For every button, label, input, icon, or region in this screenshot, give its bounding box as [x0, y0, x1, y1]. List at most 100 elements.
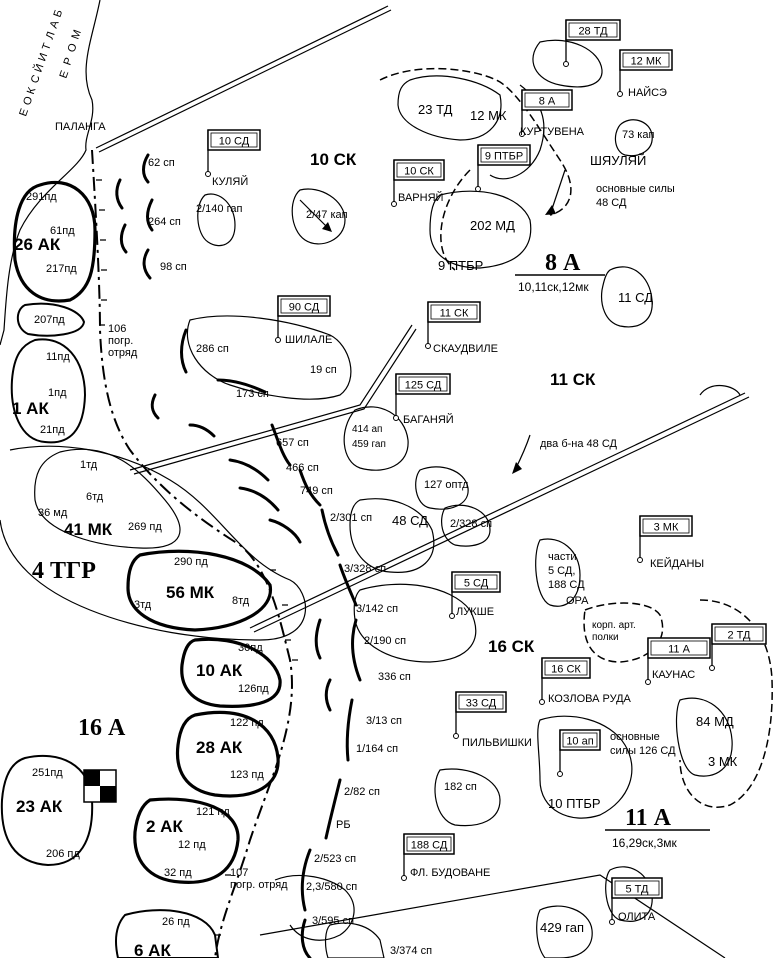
map-label: 10 АК	[196, 661, 243, 680]
text-labels: ПАЛАНГАКУЛЯЙКУРТУВЕНАНАЙСЭШЯУЛЯЙВАРНЯЙШИ…	[12, 86, 738, 958]
map-label: 56 МК	[166, 583, 215, 602]
map-label: КОЗЛОВА РУДА	[548, 693, 632, 705]
sea-letter: Й	[32, 62, 47, 74]
unit-flag-td28: 28 ТД	[563, 19, 621, 67]
map-label: ПИЛЬВИШКИ	[462, 737, 532, 749]
unit-flag-label: 5 СД	[464, 578, 489, 590]
unit-flag-label: 10 ап	[566, 736, 593, 748]
army-label-8a: 8 А	[545, 250, 581, 276]
unit-flag-label: 125 СД	[405, 380, 442, 392]
map-label: 10 ПТБР	[548, 796, 601, 811]
unit-flag-sk10: 10 СК	[391, 159, 445, 207]
map-label: 11 СД	[618, 290, 653, 305]
map-label: 429 гап	[540, 920, 584, 935]
unit-flag-ap10: 10 ап	[557, 729, 601, 777]
map-label: 98 сп	[160, 261, 187, 273]
army-labels: 8 А 10,11ск,12мк 11 А 16,29ск,3мк 16 А 4…	[32, 250, 710, 850]
map-label: 3/595 сп	[312, 915, 354, 927]
map-label: ОЛИТА	[618, 911, 656, 923]
unit-flag-label: 11 СК	[440, 308, 469, 320]
unit-flag-a11: 11 А	[645, 637, 711, 685]
map-label: 41 МК	[64, 520, 113, 539]
map-label: 2/140 гап	[196, 203, 242, 215]
map-label: 28 АК	[196, 738, 243, 757]
unit-flag-label: 12 МК	[631, 56, 662, 68]
unit-flag-label: 8 А	[539, 96, 556, 108]
unit-flag-label: 28 ТД	[578, 26, 608, 38]
map-label: 1пд	[48, 387, 67, 399]
map-label: 2/301 сп	[330, 512, 372, 524]
sea-letter: Т	[40, 41, 54, 52]
map-label: 12 МК	[470, 108, 507, 123]
map-label: ШЯУЛЯЙ	[590, 153, 646, 168]
map-label: 6 АК	[134, 941, 171, 958]
map-label: 2,3/580 сп	[306, 881, 357, 893]
map-label: 11 СК	[550, 370, 596, 389]
unit-flag-mk3: 3 МК	[637, 515, 693, 563]
soviet-formations	[186, 39, 773, 958]
map-label: 127 оптд	[424, 479, 469, 491]
army-sub-11a: 16,29ск,3мк	[612, 836, 678, 850]
map-label: 19 сп	[310, 364, 337, 376]
unit-flag-label: 9 ПТБР	[485, 151, 523, 163]
map-label: ФЛ. БУДОВАНЕ	[410, 867, 490, 879]
map-label: 23 ТД	[418, 102, 453, 117]
sea-letter: Е	[17, 107, 31, 118]
map-label: КУРТУВЕНА	[520, 126, 585, 138]
map-label: КЕЙДАНЫ	[650, 557, 704, 570]
map-label: 414 ап	[352, 424, 382, 435]
sea-letter: О	[21, 94, 35, 107]
unit-flag-label: 188 СД	[411, 840, 448, 852]
army-sub-8a: 10,11ск,12мк	[518, 280, 589, 294]
map-label: 122 пд	[230, 717, 264, 729]
map-label: 2 АК	[146, 817, 183, 836]
map-label: 749 сп	[300, 485, 333, 497]
map-label: 217пд	[46, 263, 77, 275]
unit-flag-sk11: 11 СК	[425, 301, 481, 349]
map-label: ОРА	[566, 595, 589, 607]
map-label: 10 СК	[310, 150, 357, 169]
map-label: 2/523 сп	[314, 853, 356, 865]
map-label: 466 сп	[286, 462, 319, 474]
map-label: 6тд	[86, 491, 104, 503]
map-label: 173 сп	[236, 388, 269, 400]
map-label: КАУНАС	[652, 669, 695, 681]
map-label: 26 пд	[162, 916, 190, 928]
map-label-multiline: корп. арт.полки	[592, 620, 636, 643]
unit-flag-sd33: 33 СД	[453, 691, 507, 739]
unit-flag-label: 11 А	[668, 644, 690, 656]
sea-letter: И	[36, 51, 50, 63]
unit-flag-ptbr9: 9 ПТБР	[475, 144, 531, 192]
map-label: 291пд	[26, 191, 57, 203]
map-label: 657 сп	[276, 437, 309, 449]
map-label: 2/47 кап	[306, 209, 348, 221]
map-label: ЛУКШЕ	[456, 606, 494, 618]
map-label: 207пд	[34, 314, 65, 326]
sea-letter: А	[48, 18, 62, 30]
map-label: 30пд	[238, 642, 263, 654]
map-label: 1тд	[80, 459, 98, 471]
map-label: 9 ПТБР	[438, 258, 483, 273]
map-label: 16 СК	[488, 637, 535, 656]
map-label: 73 кап	[622, 129, 654, 141]
sea-letter: Р	[62, 56, 76, 67]
soviet-hatched-fronts	[115, 153, 362, 958]
tgr-label-4: 4 ТГР	[32, 558, 96, 584]
unit-flag-label: 2 ТД	[728, 630, 752, 642]
map-label: 62 сп	[148, 157, 175, 169]
arrows	[299, 169, 566, 474]
unit-flag-label: 33 СД	[466, 698, 497, 710]
map-label: два б-на 48 СД	[540, 438, 618, 450]
frontline-ticks	[96, 179, 298, 936]
map-label: 251пд	[32, 767, 63, 779]
unit-flag-td2: 2 ТД	[709, 623, 767, 671]
map-label: 206 пд	[46, 848, 80, 860]
map-label: 36 мд	[38, 507, 68, 519]
map-label: 32 пд	[164, 867, 192, 879]
sea-letter: К	[25, 85, 39, 96]
